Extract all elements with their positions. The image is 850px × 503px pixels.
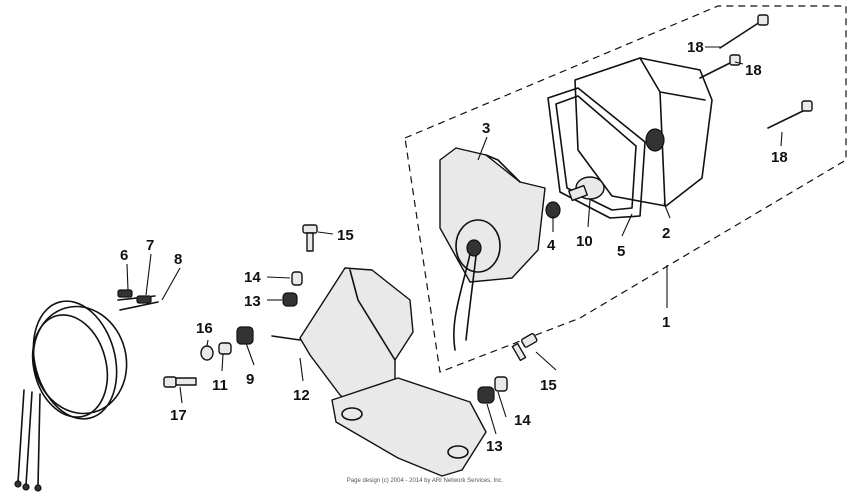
callout-2: 2 — [662, 225, 670, 242]
bolt-part — [163, 376, 197, 388]
callout-18-top: 18 — [687, 39, 704, 56]
callout-12: 12 — [293, 387, 310, 404]
bulb-part — [568, 176, 605, 202]
collar-lower-part — [494, 376, 508, 392]
copyright-footer: Page design (c) 2004 - 2014 by ARI Netwo… — [347, 478, 504, 484]
collar-upper-part — [291, 271, 303, 286]
callout-3: 3 — [482, 120, 490, 137]
callout-14-upper: 14 — [244, 269, 261, 286]
screw-18-mid-part — [699, 54, 741, 79]
callout-1: 1 — [662, 314, 670, 331]
callout-16: 16 — [196, 320, 213, 337]
callout-9: 9 — [246, 371, 254, 388]
callout-10: 10 — [576, 233, 593, 250]
wire-harness-part — [14, 289, 159, 492]
nut-part — [236, 326, 254, 345]
callout-15-upper: 15 — [337, 227, 354, 244]
washer-part — [200, 345, 214, 361]
leader-lines — [126, 46, 783, 435]
screw-upper-part — [302, 224, 318, 252]
callout-18-right: 18 — [771, 149, 788, 166]
lens-part — [574, 57, 713, 207]
collar-part — [218, 342, 232, 355]
callout-13-lower: 13 — [486, 438, 503, 455]
callout-11: 11 — [212, 377, 228, 394]
nut-upper-part — [282, 292, 298, 307]
callout-4: 4 — [547, 237, 556, 254]
nut-lower-part — [477, 386, 495, 404]
screw-lower-part — [511, 333, 538, 362]
callout-14-lower: 14 — [514, 412, 531, 429]
gasket-part — [547, 87, 646, 219]
assembly-boundary — [404, 5, 847, 373]
callout-7: 7 — [146, 237, 154, 254]
callout-15-lower: 15 — [540, 377, 557, 394]
screw-18-right-part — [767, 100, 813, 129]
callout-6: 6 — [120, 247, 128, 264]
callout-13-upper: 13 — [244, 293, 261, 310]
license-bracket-part — [271, 267, 487, 477]
screw-18-top-part — [719, 14, 769, 49]
callout-17: 17 — [170, 407, 187, 424]
grommet-part — [545, 201, 561, 219]
callout-5: 5 — [617, 243, 625, 260]
housing-part — [439, 147, 546, 351]
callout-labels: 1 2 3 4 5 6 7 8 9 10 11 12 13 13 14 14 1… — [120, 39, 788, 455]
callout-8: 8 — [174, 251, 182, 268]
callout-18-mid: 18 — [745, 62, 762, 79]
